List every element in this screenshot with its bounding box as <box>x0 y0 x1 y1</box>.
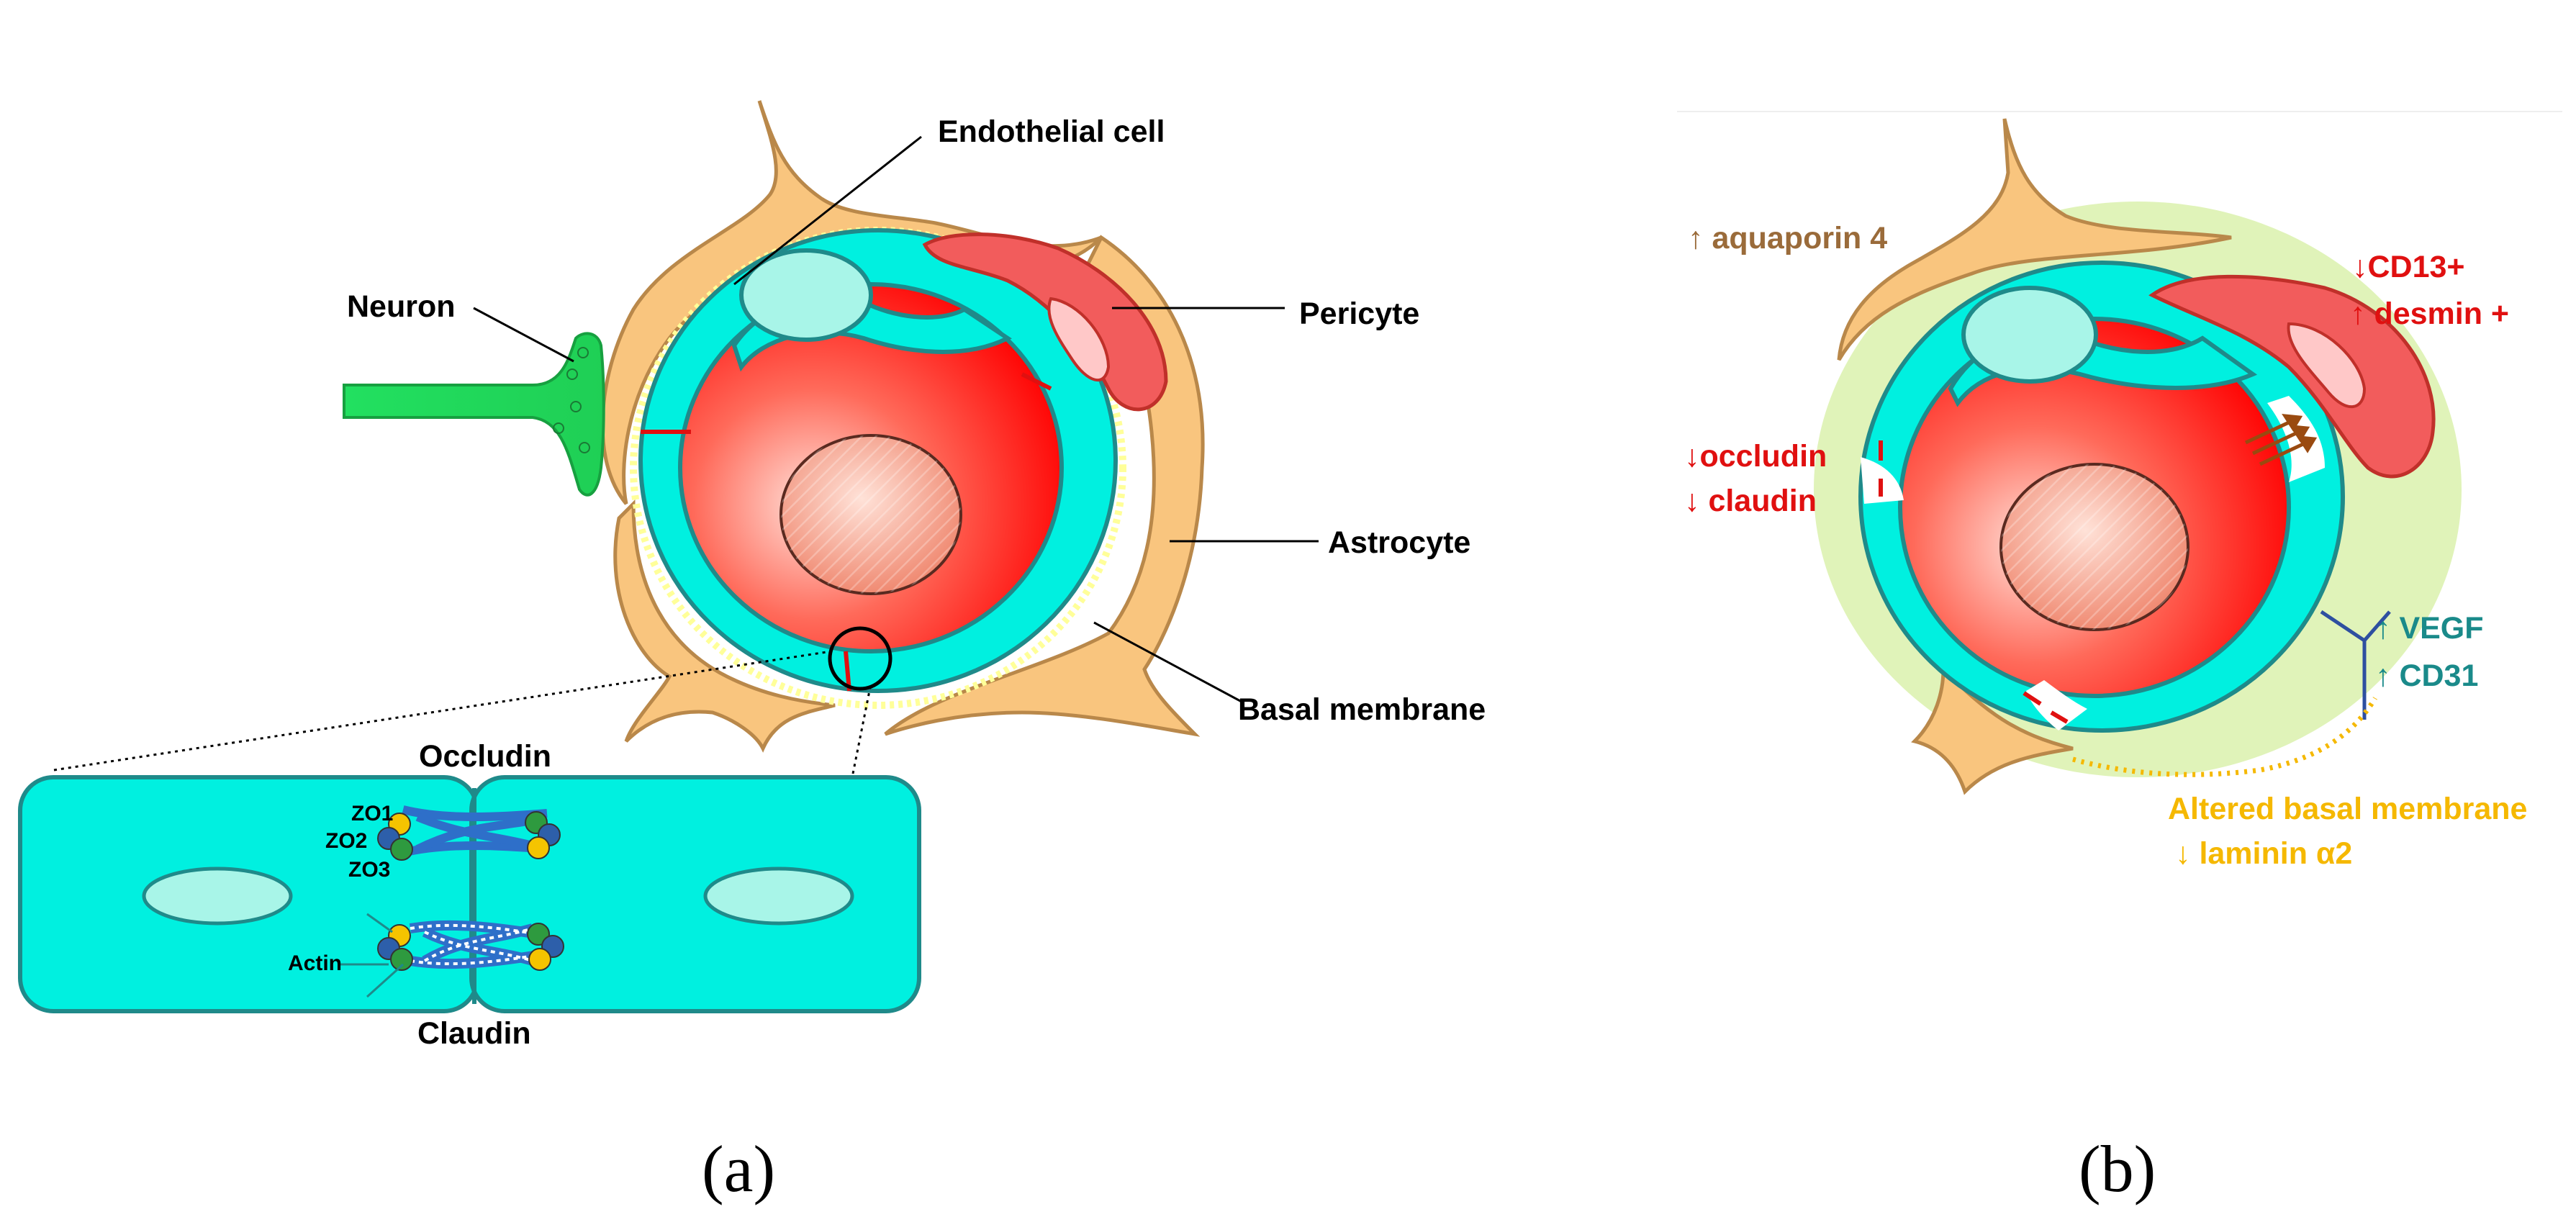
neuron-shape <box>343 332 605 497</box>
label-neuron: Neuron <box>347 289 456 324</box>
annot-vegf: ↑ VEGF <box>2375 611 2484 646</box>
label-pericyte: Pericyte <box>1299 297 1419 331</box>
label-claudin: Claudin <box>417 1016 531 1051</box>
vegf-receptor-icon <box>2320 610 2391 720</box>
panel-a: Endothelial cell Neuron Pericyte Astrocy… <box>18 100 1486 1205</box>
endothelial-nucleus <box>739 248 873 342</box>
label-basal-membrane: Basal membrane <box>1238 692 1486 727</box>
zoom-circle <box>828 626 892 691</box>
label-astrocyte: Astrocyte <box>1328 525 1470 560</box>
label-occludin: Occludin <box>419 739 551 774</box>
annot-claudin: ↓ claudin <box>1684 484 1817 518</box>
altered-basal-membrane-arc <box>2072 697 2378 777</box>
panel-b: ↑ aquaporin 4 ↓CD13+ ↑ desmin + ↓occludi… <box>1677 111 2562 1205</box>
basal-membrane-ring <box>630 227 1126 709</box>
leader-lines <box>473 135 1319 703</box>
tight-junction-inset <box>18 775 921 1013</box>
annot-cd31: ↑ CD31 <box>2375 659 2478 693</box>
label-zo1: ZO1 <box>351 802 393 825</box>
annot-desmin: ↑ desmin + <box>2350 297 2509 331</box>
pericyte-shape-b <box>2148 274 2436 479</box>
detachment-arrows <box>2244 413 2318 466</box>
pericyte-shape <box>922 232 1168 412</box>
label-zo2: ZO2 <box>325 829 367 853</box>
caption-a: (a) <box>702 1132 775 1205</box>
annot-occludin: ↓occludin <box>1684 439 1827 474</box>
endothelial-nucleus-b <box>1961 286 2098 384</box>
annot-cd13: ↓CD13+ <box>2352 250 2465 284</box>
label-zo3: ZO3 <box>348 858 390 882</box>
caption-b: (b) <box>2079 1132 2156 1205</box>
label-endothelial-cell: Endothelial cell <box>938 114 1165 149</box>
annot-basal-membrane: Altered basal membrane <box>2168 792 2527 826</box>
astrocyte-shape-b <box>1837 118 2232 795</box>
annot-aquaporin: ↑ aquaporin 4 <box>1688 221 1887 255</box>
annot-laminin: ↓ laminin α2 <box>2175 836 2352 871</box>
zoom-lines <box>53 650 872 774</box>
label-actin: Actin <box>288 951 342 975</box>
